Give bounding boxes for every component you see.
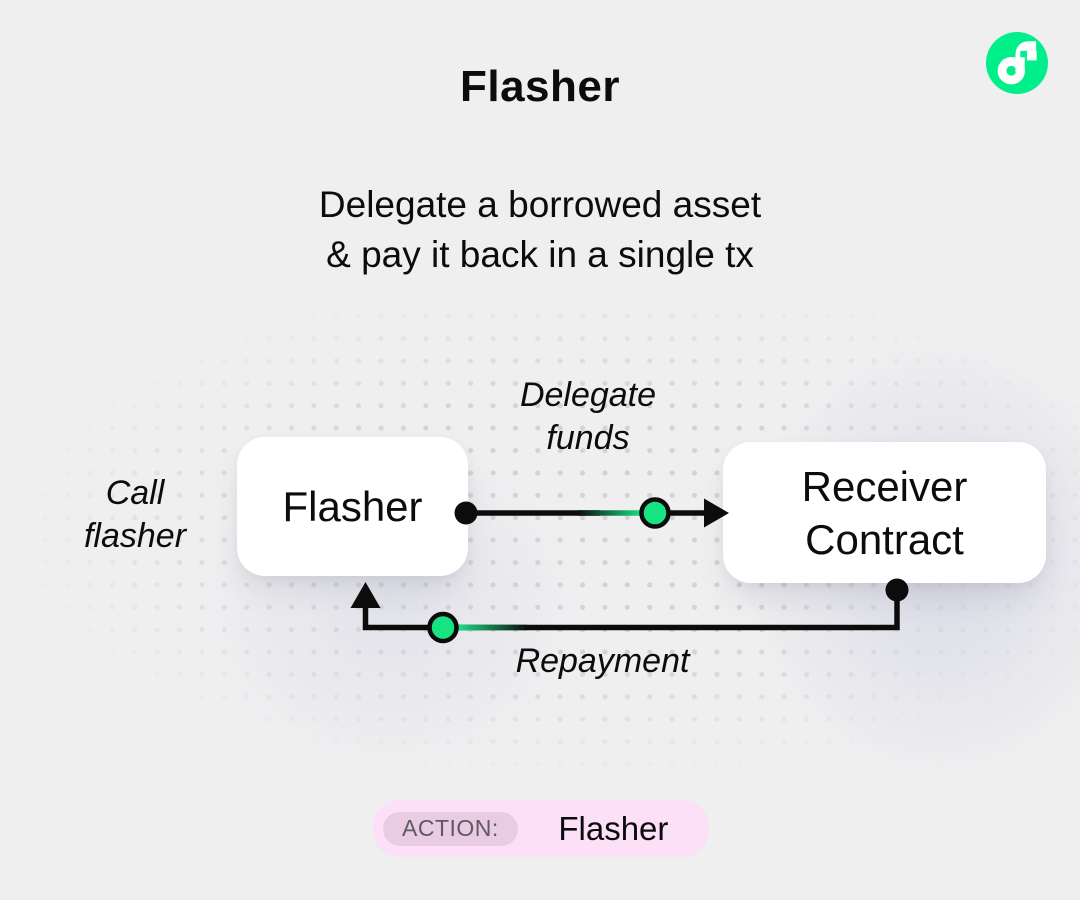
- subtitle-line-1: Delegate a borrowed asset: [318, 184, 762, 225]
- node-receiver-contract: Receiver Contract: [723, 442, 1046, 583]
- action-badge-value: Flasher: [558, 809, 669, 847]
- node-receiver-label: Receiver Contract: [802, 460, 968, 566]
- call-label-line-2: flasher: [83, 517, 187, 555]
- node-flasher-label: Flasher: [282, 483, 423, 530]
- subtitle-line-2: & pay it back in a single tx: [326, 234, 754, 275]
- subtitle: Delegate a borrowed asset & pay it back …: [0, 180, 1080, 280]
- edge-label-repayment: Repayment: [450, 640, 755, 683]
- node-receiver-label-line-2: Contract: [805, 515, 964, 563]
- repayment-label: Repayment: [515, 642, 690, 680]
- delegate-label-line-1: Delegate: [519, 376, 657, 414]
- flow-logo-icon: [986, 32, 1048, 94]
- call-label-line-1: Call: [105, 474, 165, 512]
- delegate-label-line-2: funds: [546, 419, 630, 457]
- page-title: Flasher: [459, 62, 620, 111]
- edge-label-delegate-funds: Delegate funds: [458, 374, 718, 460]
- edge-label-call-flasher: Call flasher: [25, 472, 245, 558]
- node-flasher: Flasher: [237, 437, 468, 576]
- action-badge-key: ACTION:: [383, 811, 518, 846]
- action-badge: ACTION: Flasher: [373, 800, 709, 857]
- node-receiver-label-line-1: Receiver: [801, 462, 968, 510]
